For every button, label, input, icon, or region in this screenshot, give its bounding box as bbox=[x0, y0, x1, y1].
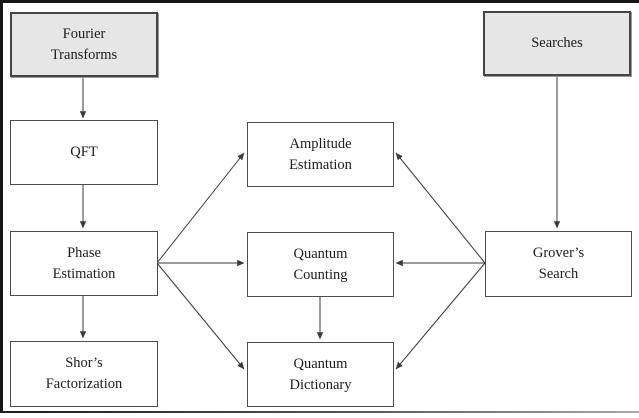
figure-frame-top bbox=[0, 0, 639, 3]
node-qft: QFT bbox=[10, 120, 158, 185]
arrow-phase-to-dictionary bbox=[156, 262, 245, 370]
node-fourier-transforms: Fourier Transforms bbox=[10, 12, 158, 77]
node-quantum-dictionary: Quantum Dictionary bbox=[247, 342, 394, 407]
node-shors-factorization: Shor’s Factorization bbox=[10, 341, 158, 407]
figure-frame-bottom bbox=[0, 411, 639, 413]
node-phase-estimation: Phase Estimation bbox=[10, 231, 158, 296]
arrow-phase-to-amplitude bbox=[156, 152, 245, 264]
node-grovers-search: Grover’s Search bbox=[485, 231, 632, 297]
node-searches: Searches bbox=[483, 11, 631, 76]
arrow-grover-to-dictionary bbox=[395, 262, 486, 370]
node-quantum-counting: Quantum Counting bbox=[247, 232, 394, 297]
figure-frame-left bbox=[0, 0, 3, 413]
arrow-grover-to-amplitude bbox=[395, 152, 486, 264]
node-amplitude-estimation: Amplitude Estimation bbox=[247, 122, 394, 187]
